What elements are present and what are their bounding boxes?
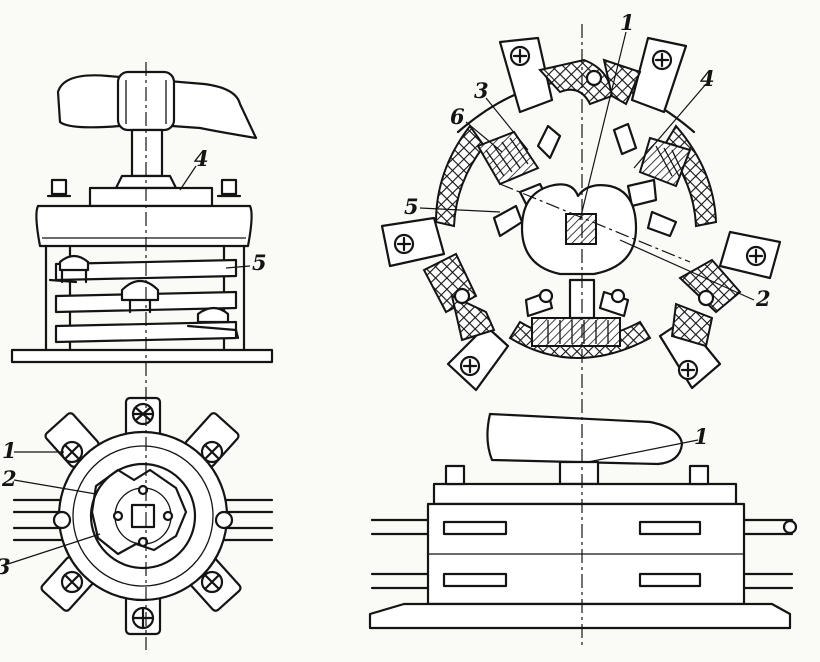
section-springs [476, 130, 692, 347]
callout-4-section: 4 [700, 66, 715, 91]
callout-4-side: 4 [194, 146, 209, 171]
leader-lines [7, 31, 755, 565]
front-rods [370, 518, 798, 590]
callout-2-plan: 2 [1, 466, 17, 491]
contact-springs [48, 254, 240, 340]
front-screws [444, 464, 710, 486]
callout-6-section: 6 [450, 104, 465, 129]
rotor-square [565, 213, 597, 245]
front-shaft [558, 460, 600, 486]
plan-view [12, 396, 274, 636]
front-slots [442, 520, 702, 588]
screw-heads [52, 402, 234, 630]
square-shaft [130, 503, 156, 529]
callout-1-front: 1 [694, 424, 709, 449]
callout-2-section: 2 [755, 286, 771, 311]
section-screws [538, 288, 626, 304]
base-plate [10, 348, 274, 364]
cover-screws [46, 178, 242, 198]
cover [35, 204, 253, 248]
callout-5-side: 5 [252, 250, 267, 275]
front-cover [432, 482, 738, 506]
front-base [368, 602, 792, 630]
cover-top [88, 186, 214, 208]
callout-3-section: 3 [474, 78, 489, 103]
packet-2 [54, 290, 238, 314]
section-terminals [380, 36, 782, 392]
housing-left [434, 124, 486, 228]
section-view [380, 36, 782, 392]
callout-1-section: 1 [620, 10, 635, 35]
contact-blades [492, 122, 678, 318]
shaft [130, 128, 164, 178]
callout-3-plan: 3 [0, 554, 11, 579]
callout-labels: 4 5 1 2 3 1 3 4 5 6 2 1 [0, 10, 771, 579]
front-view [368, 412, 798, 630]
insulating-blocks [422, 58, 742, 348]
axis-line-1 [499, 183, 691, 263]
side-view [10, 70, 274, 364]
callout-5-section: 5 [404, 194, 419, 219]
callout-1-plan: 1 [2, 438, 17, 463]
front-knob [486, 412, 684, 466]
